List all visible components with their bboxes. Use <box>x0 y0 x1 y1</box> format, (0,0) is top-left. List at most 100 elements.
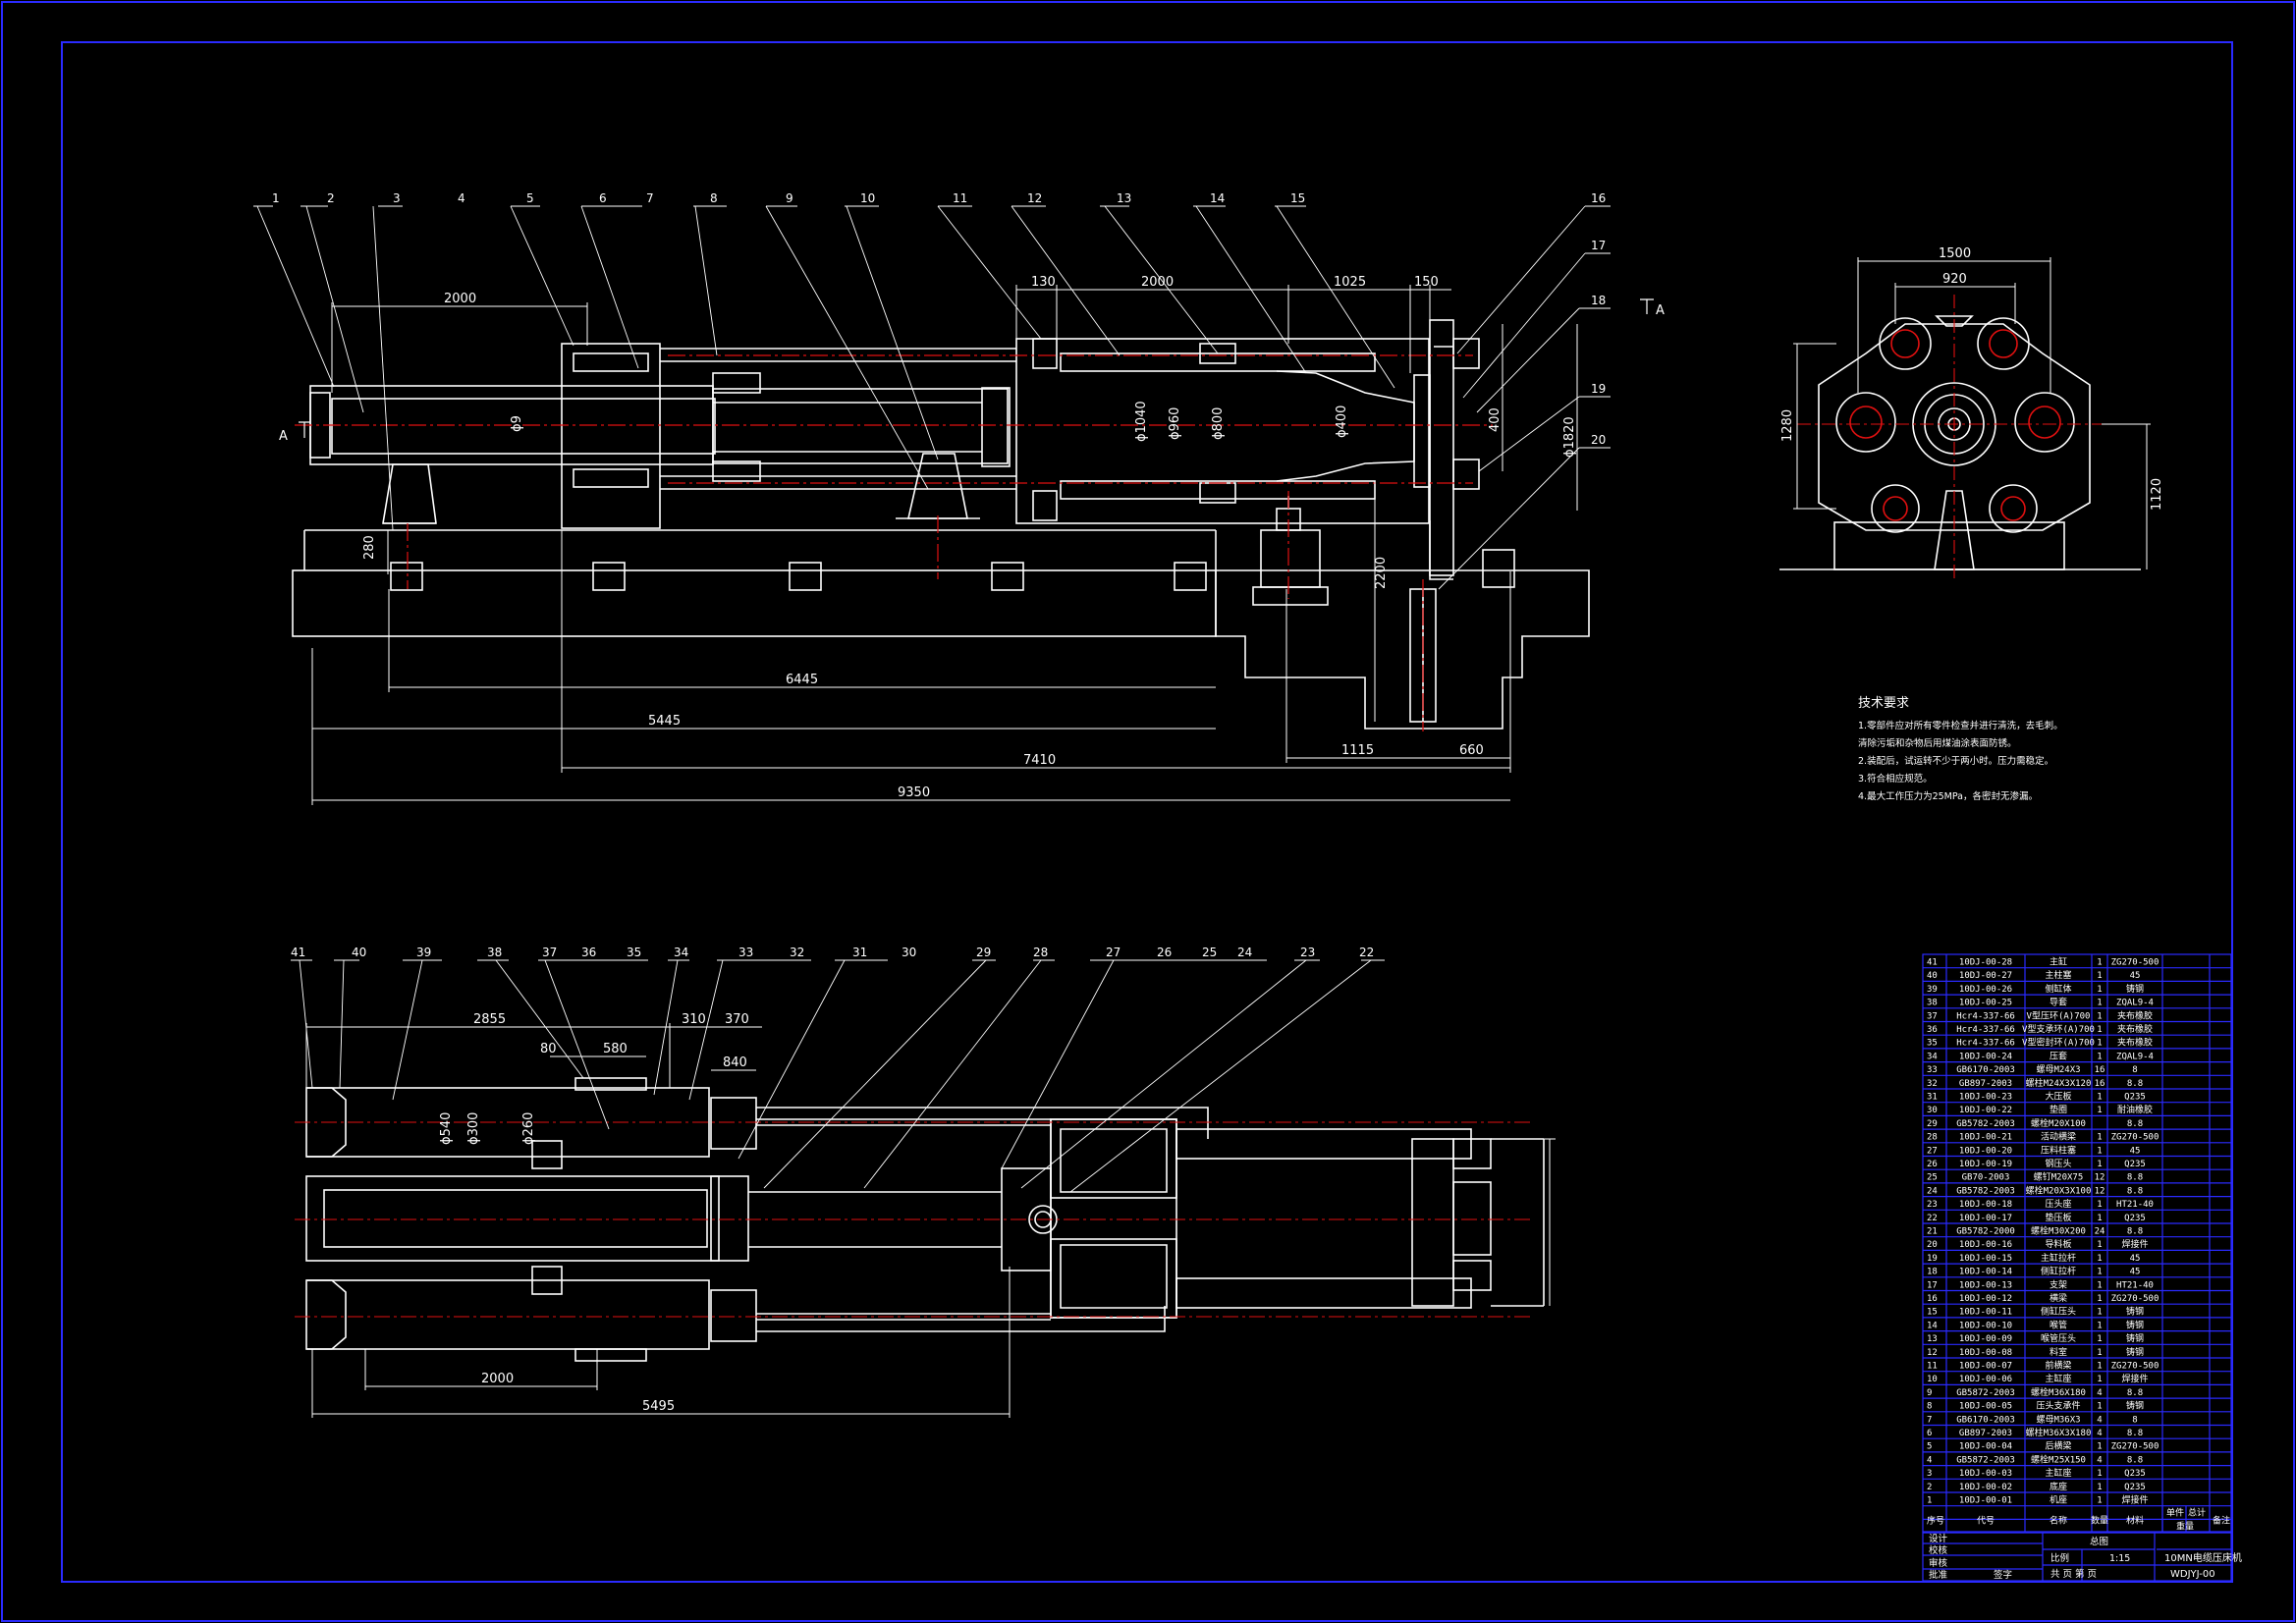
dim-label: 150 <box>1414 275 1439 290</box>
dim-label: 1120 <box>2150 478 2164 511</box>
bom-cell-code: 10DJ-00-12 <box>1959 1294 2012 1304</box>
bom-cell-code: 10DJ-00-18 <box>1959 1200 2012 1210</box>
balloon: 3 <box>393 191 401 205</box>
bom-cell-qty: 24 <box>2095 1227 2105 1237</box>
assembly-label: 总图 <box>2090 1536 2108 1547</box>
plan-view-labels: 41 40 39 38 37 36 35 34 33 32 31 30 29 2… <box>291 946 1374 1414</box>
dim-label: ϕ300 <box>466 1112 481 1145</box>
bom-cell-seq: 29 <box>1927 1119 1938 1129</box>
bom-cell-material: Q235 <box>2124 1160 2146 1169</box>
dim-label: ϕ800 <box>1211 407 1226 440</box>
bom-cell-seq: 19 <box>1927 1254 1938 1264</box>
bom-cell-code: 10DJ-00-13 <box>1959 1280 2012 1290</box>
bom-cell-code: GB5782-2003 <box>1956 1119 2015 1129</box>
bom-cell-seq: 10 <box>1927 1375 1938 1384</box>
bom-cell-name: 螺母M36X3 <box>2036 1414 2080 1425</box>
bom-cell-qty: 1 <box>2097 1321 2102 1330</box>
bom-cell-material: 8 <box>2132 1415 2137 1425</box>
bom-cell-code: 10DJ-00-06 <box>1959 1375 2012 1384</box>
balloon: 25 <box>1202 946 1217 959</box>
bom-cell-code: Hcr4-337-66 <box>1956 1039 2015 1049</box>
bom-cell-code: Hcr4-337-66 <box>1956 1025 2015 1035</box>
bom-cell-seq: 36 <box>1927 1025 1938 1035</box>
bom-cell-code: 10DJ-00-11 <box>1959 1308 2012 1318</box>
bom-cell-name: 导套 <box>2050 997 2067 1008</box>
bom-cell-code: 10DJ-00-10 <box>1959 1321 2012 1330</box>
bom-cell-material: 铸钢 <box>2126 1332 2144 1344</box>
bom-cell-seq: 39 <box>1927 985 1938 995</box>
bom-cell-material: 8.8 <box>2127 1455 2143 1465</box>
bom-cell-seq: 4 <box>1927 1455 1932 1465</box>
bom-cell-code: GB6170-2003 <box>1956 1065 2015 1075</box>
bom-cell-name: 前横梁 <box>2045 1360 2071 1372</box>
bom-header-qty: 数量 <box>2091 1514 2108 1526</box>
bom-cell-seq: 7 <box>1927 1415 1932 1425</box>
bom-cell-seq: 2 <box>1927 1483 1932 1492</box>
balloon: 40 <box>352 946 366 959</box>
bom-header-name: 名称 <box>2050 1514 2067 1526</box>
bom-cell-code: 10DJ-00-08 <box>1959 1348 2012 1358</box>
scale-value: 1:15 <box>2109 1553 2130 1564</box>
balloon: 24 <box>1237 946 1252 959</box>
bom-cell-seq: 40 <box>1927 971 1938 981</box>
bom-cell-name: 螺栓M36X180 <box>2031 1386 2086 1398</box>
plan-view <box>291 959 1556 1418</box>
bom-cell-material: 夹布橡胶 <box>2117 1023 2153 1035</box>
bom-cell-material: 夹布橡胶 <box>2117 1009 2153 1021</box>
bom-cell-qty: 1 <box>2097 1106 2102 1115</box>
bom-cell-name: 大压板 <box>2045 1091 2071 1103</box>
balloon: 33 <box>738 946 753 959</box>
bom-cell-code: GB6170-2003 <box>1956 1415 2015 1425</box>
bom-cell-material: Q235 <box>2124 1214 2146 1223</box>
bom-cell-qty: 12 <box>2095 1186 2105 1196</box>
bom-cell-seq: 20 <box>1927 1240 1938 1250</box>
bom-cell-seq: 25 <box>1927 1173 1938 1183</box>
role-label: 批准 <box>1929 1569 1948 1581</box>
bom-cell-name: 活动横梁 <box>2041 1131 2076 1143</box>
bom-cell-qty: 1 <box>2097 1308 2102 1318</box>
bom-cell-name: 钢压头 <box>2045 1158 2071 1169</box>
bom-cell-code: 10DJ-00-09 <box>1959 1334 2012 1344</box>
bom-cell-name: 侧缸压头 <box>2041 1306 2076 1318</box>
title-block: 设计 校核 审核 批准 签字 总图 比例 1:15 共 页 第 页 10MN电缆… <box>1922 1531 2242 1582</box>
bom-cell-material: 8.8 <box>2127 1119 2143 1129</box>
dim-label: 310 <box>682 1012 706 1027</box>
bom-cell-seq: 13 <box>1927 1334 1938 1344</box>
dim-label: 80 <box>540 1042 557 1056</box>
bom-header-note: 备注 <box>2213 1514 2230 1526</box>
bom-cell-name: 机座 <box>2050 1494 2067 1506</box>
dim-label: 1115 <box>1341 743 1374 758</box>
balloon: 31 <box>852 946 867 959</box>
bom-cell-material: HT21-40 <box>2116 1280 2154 1290</box>
balloon: 6 <box>599 191 607 205</box>
balloon: 4 <box>458 191 465 205</box>
bom-cell-material: HT21-40 <box>2116 1200 2154 1210</box>
dim-label: 9350 <box>898 785 930 800</box>
bom-cell-name: 后横梁 <box>2045 1440 2071 1452</box>
bom-cell-qty: 1 <box>2097 1052 2102 1061</box>
bom-cell-seq: 27 <box>1927 1146 1938 1156</box>
bom-header-seq: 序号 <box>1927 1514 1944 1526</box>
bom-cell-qty: 1 <box>2097 1240 2102 1250</box>
bom-cell-qty: 1 <box>2097 1496 2102 1506</box>
bom-cell-name: 螺栓M25X150 <box>2031 1453 2086 1465</box>
bom-cell-seq: 6 <box>1927 1429 1932 1438</box>
bom-cell-material: 8.8 <box>2127 1429 2143 1438</box>
technical-requirements: 技术要求 1.零部件应对所有零件检查并进行清洗，去毛刺。 清除污垢和杂物后用煤油… <box>1858 696 2063 802</box>
bom-cell-name: 螺栓M20X3X100 <box>2026 1184 2092 1196</box>
bom-cell-seq: 35 <box>1927 1039 1938 1049</box>
bom-cell-qty: 1 <box>2097 1402 2102 1412</box>
bom-cell-material: 8.8 <box>2127 1186 2143 1196</box>
balloon: 15 <box>1290 191 1305 205</box>
dim-label: 1025 <box>1334 275 1366 290</box>
dim-label: 2200 <box>1374 557 1389 589</box>
dim-label: 2000 <box>1141 275 1174 290</box>
bom-cell-qty: 16 <box>2095 1079 2105 1089</box>
elevation-dimensions: A A 2000 130 2000 1025 150 6445 5445 741… <box>279 275 1665 800</box>
drawing-number: WDJYJ-00 <box>2170 1569 2215 1580</box>
dim-label: 400 <box>1488 407 1503 432</box>
plan-dimensions: 2855 310 370 80 580 840 2000 5495 ϕ540 ϕ… <box>439 1012 749 1414</box>
bom-cell-code: GB5782-2003 <box>1956 1186 2015 1196</box>
